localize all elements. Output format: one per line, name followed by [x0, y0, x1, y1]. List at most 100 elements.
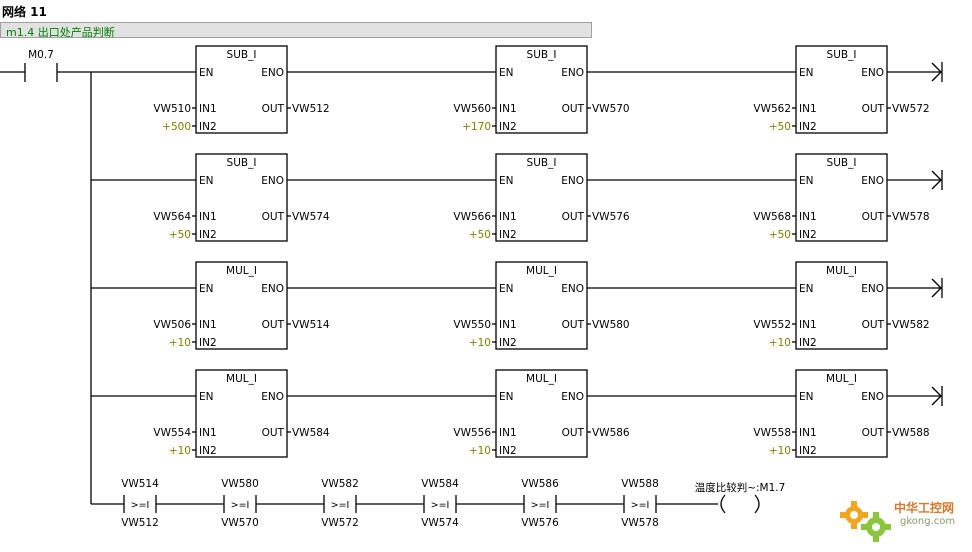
pin-in1-label: IN1	[199, 319, 217, 331]
out-operand: VW582	[892, 319, 930, 331]
normally-open-contact[interactable]: M0.7	[20, 49, 58, 82]
arrow-upper	[931, 170, 942, 181]
pin-eno-label: ENO	[861, 175, 884, 187]
block-outline	[495, 261, 588, 350]
pin-in2-label: IN2	[799, 121, 817, 133]
pin-out-label: OUT	[562, 427, 585, 439]
coil-label: 温度比较判~:M1.7	[695, 481, 786, 494]
out-operand: VW512	[292, 103, 330, 115]
block-outline	[495, 45, 588, 134]
in2-constant: +170	[462, 121, 491, 133]
compare-operand-bottom: VW512	[121, 517, 159, 529]
network-title: 网络 11	[2, 5, 47, 19]
in1-operand: VW568	[753, 211, 791, 223]
compare-operand-top: VW580	[221, 478, 259, 490]
network-comment-bar[interactable]: m1.4 出口处产品判断	[0, 22, 592, 39]
pin-out-label: OUT	[862, 103, 885, 115]
coil-right-arc	[754, 494, 760, 514]
compare-operator: >=I	[131, 500, 150, 511]
pin-en-label: EN	[799, 283, 814, 295]
compare-contact[interactable]: VW514 >=I VW512	[121, 478, 159, 529]
pin-eno-label: ENO	[561, 391, 584, 403]
pin-in1-label: IN1	[799, 211, 817, 223]
block-outline	[195, 45, 288, 134]
in1-operand: VW566	[453, 211, 491, 223]
block-opcode: MUL_I	[526, 373, 557, 385]
network-comment: m1.4 出口处产品判断	[6, 26, 115, 39]
pin-eno-label: ENO	[561, 175, 584, 187]
pin-out-label: OUT	[562, 319, 585, 331]
in1-operand: VW564	[153, 211, 191, 223]
in1-operand: VW554	[153, 427, 191, 439]
pin-en-label: EN	[799, 391, 814, 403]
block-opcode: MUL_I	[226, 373, 257, 385]
out-operand: VW588	[892, 427, 930, 439]
in2-constant: +50	[169, 229, 191, 241]
gear-logo-icon	[840, 501, 891, 542]
block-outline	[795, 369, 888, 458]
compare-contact[interactable]: VW586 >=I VW576	[521, 478, 559, 529]
block-outline	[195, 369, 288, 458]
block-outline	[795, 45, 888, 134]
in2-constant: +10	[769, 445, 791, 457]
out-operand: VW584	[292, 427, 330, 439]
out-operand: VW570	[592, 103, 630, 115]
pin-in1-label: IN1	[499, 103, 517, 115]
in1-operand: VW562	[753, 103, 791, 115]
block-opcode: SUB_I	[227, 157, 257, 169]
eno-arrow-icon	[931, 170, 943, 190]
compare-operator: >=I	[631, 500, 650, 511]
pin-eno-label: ENO	[861, 391, 884, 403]
compare-operand-top: VW514	[121, 478, 159, 490]
in1-operand: VW510	[153, 103, 191, 115]
pin-eno-label: ENO	[261, 67, 284, 79]
compare-operand-bottom: VW576	[521, 517, 559, 529]
compare-operator: >=I	[331, 500, 350, 511]
out-operand: VW514	[292, 319, 330, 331]
output-coil[interactable]: 温度比较判~:M1.7	[695, 481, 786, 514]
eno-arrow-icon	[931, 386, 943, 406]
out-operand: VW586	[592, 427, 630, 439]
pin-in2-label: IN2	[799, 445, 817, 457]
in1-operand: VW550	[453, 319, 491, 331]
pin-in2-label: IN2	[199, 337, 217, 349]
pin-in2-label: IN2	[799, 229, 817, 241]
compare-operand-bottom: VW574	[421, 517, 459, 529]
pin-in2-label: IN2	[499, 337, 517, 349]
pin-in1-label: IN1	[799, 427, 817, 439]
compare-operand-top: VW586	[521, 478, 559, 490]
compare-operand-bottom: VW572	[321, 517, 359, 529]
compare-operator: >=I	[531, 500, 550, 511]
pin-en-label: EN	[799, 67, 814, 79]
pin-out-label: OUT	[862, 211, 885, 223]
pin-eno-label: ENO	[261, 175, 284, 187]
pin-en-label: EN	[799, 175, 814, 187]
watermark-domain: gkong.com	[900, 516, 956, 527]
pin-in2-label: IN2	[199, 445, 217, 457]
block-opcode: MUL_I	[826, 265, 857, 277]
pin-in2-label: IN2	[499, 121, 517, 133]
out-operand: VW578	[892, 211, 930, 223]
pin-in1-label: IN1	[499, 319, 517, 331]
contact-address: M0.7	[28, 49, 54, 61]
block-opcode: SUB_I	[227, 49, 257, 61]
block-opcode: SUB_I	[827, 157, 857, 169]
pin-in1-label: IN1	[199, 211, 217, 223]
compare-operator: >=I	[231, 500, 250, 511]
